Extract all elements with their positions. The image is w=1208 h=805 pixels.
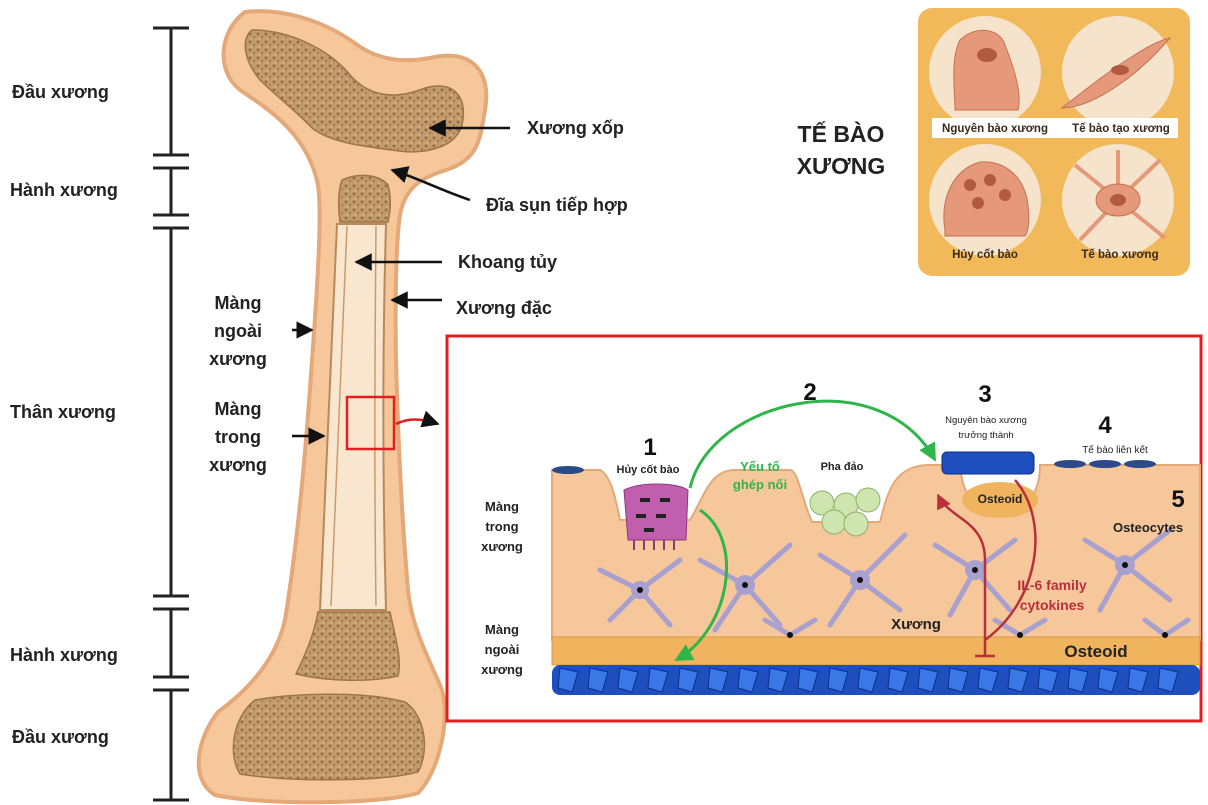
svg-text:Màng: Màng bbox=[215, 293, 262, 313]
label-xuong: Xương bbox=[891, 616, 941, 633]
label-osteoid-bottom: Osteoid bbox=[1064, 642, 1127, 661]
svg-text:trưởng thành: trưởng thành bbox=[958, 430, 1013, 441]
step-number-3: 3 bbox=[978, 381, 991, 408]
label-hanh-xuong-top: Hành xương bbox=[10, 180, 118, 200]
label-dau-xuong-bottom: Đầu xương bbox=[12, 727, 109, 747]
svg-text:trong: trong bbox=[215, 427, 261, 447]
svg-text:ghép nối: ghép nối bbox=[733, 477, 787, 492]
bone-cells-title: TẾ BÀO XƯƠNG bbox=[797, 120, 886, 179]
svg-text:Nguyên bào xương: Nguyên bào xương bbox=[945, 415, 1027, 426]
label-pha-dao: Pha đảo bbox=[821, 461, 864, 473]
svg-text:Màng: Màng bbox=[485, 622, 519, 637]
step-number-1: 1 bbox=[643, 434, 656, 461]
svg-text:Màng: Màng bbox=[485, 499, 519, 514]
label-mang-trong-xuong: Màng trong xương bbox=[209, 399, 267, 475]
svg-text:trong: trong bbox=[485, 519, 518, 534]
label-dia-sun-tiep-hop: Đĩa sụn tiếp hợp bbox=[486, 195, 628, 215]
label-osteoid-top: Osteoid bbox=[978, 492, 1023, 506]
osteoclast-cell bbox=[624, 484, 688, 550]
svg-text:ngoài: ngoài bbox=[214, 321, 262, 341]
svg-text:ngoài: ngoài bbox=[485, 642, 520, 657]
svg-text:xương: xương bbox=[481, 662, 523, 677]
label-hanh-xuong-bottom: Hành xương bbox=[10, 645, 118, 665]
cell-label-osteogenic: Tế bào tạo xương bbox=[1072, 123, 1170, 135]
label-xuong-xop: Xương xốp bbox=[527, 118, 624, 138]
svg-text:xương: xương bbox=[481, 539, 523, 554]
svg-text:IL-6 family: IL-6 family bbox=[1017, 577, 1086, 593]
cell-label-osteoclast: Hủy cốt bào bbox=[952, 249, 1018, 261]
cell-label-osteocyte: Tế bào xương bbox=[1081, 249, 1158, 261]
label-huy-cot-bao: Hủy cốt bào bbox=[617, 464, 680, 476]
svg-text:TẾ BÀO: TẾ BÀO bbox=[798, 120, 885, 147]
label-khoang-tuy: Khoang tủy bbox=[458, 252, 557, 272]
cell-label-osteoblast: Nguyên bào xương bbox=[942, 123, 1048, 135]
label-detail-mang-ngoai-xuong: Màng ngoài xương bbox=[481, 622, 523, 677]
spongy-bone-head-bottom bbox=[233, 694, 424, 780]
label-mang-ngoai-xuong: Màng ngoài xương bbox=[209, 293, 267, 369]
svg-text:cytokines: cytokines bbox=[1020, 597, 1085, 613]
bone-remodeling-detail: 1 2 3 4 5 Hủy cốt bào Yếu tố ghép nối Ph… bbox=[447, 336, 1201, 721]
zoom-arrow bbox=[396, 420, 438, 425]
svg-text:Màng: Màng bbox=[215, 399, 262, 419]
mature-osteoblast-row bbox=[942, 452, 1034, 474]
svg-text:xương: xương bbox=[209, 455, 267, 475]
svg-text:xương: xương bbox=[209, 349, 267, 369]
step-number-2: 2 bbox=[803, 379, 816, 406]
svg-text:XƯƠNG: XƯƠNG bbox=[797, 153, 886, 179]
region-scale-bar bbox=[153, 28, 189, 800]
label-detail-mang-trong-xuong: Màng trong xương bbox=[481, 499, 523, 554]
label-dau-xuong-top: Đầu xương bbox=[12, 82, 109, 102]
step-number-4: 4 bbox=[1098, 412, 1112, 439]
bone-cells-panel: Nguyên bào xương Tế bào tạo xương Hủy cố… bbox=[918, 8, 1190, 276]
label-osteocytes: Osteocytes bbox=[1113, 520, 1183, 535]
label-xuong-dac: Xương đặc bbox=[456, 298, 552, 318]
spongy-bone-metaphysis-top bbox=[339, 175, 391, 222]
label-te-bao-lien-ket: Tế bào liên kết bbox=[1082, 444, 1148, 456]
step-number-5: 5 bbox=[1171, 486, 1184, 513]
label-than-xuong: Thân xương bbox=[10, 402, 116, 422]
svg-text:Yếu tố: Yếu tố bbox=[740, 459, 780, 474]
